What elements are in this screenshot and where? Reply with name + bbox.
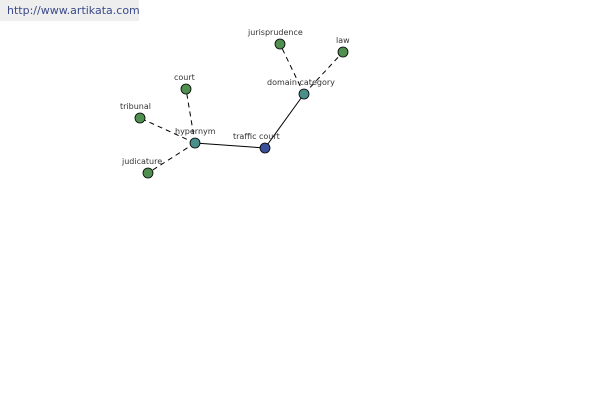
watermark-link[interactable]: http://www.artikata.com xyxy=(0,0,140,21)
node-label-law: law xyxy=(336,36,350,45)
node-judicature[interactable] xyxy=(142,167,154,179)
node-domain-category[interactable] xyxy=(298,88,310,100)
edge-hypernym-judicature xyxy=(147,142,196,174)
edge-domain-category-law xyxy=(303,51,344,95)
node-label-tribunal: tribunal xyxy=(120,102,151,111)
nodes-layer xyxy=(134,38,349,179)
node-court[interactable] xyxy=(180,83,192,95)
edge-traffic-court-domain-category xyxy=(264,93,305,149)
node-jurisprudence[interactable] xyxy=(274,38,286,50)
labels-layer: traffic court hypernym domain category cour… xyxy=(120,28,350,166)
node-label-traffic-court: traffic court xyxy=(233,132,280,141)
edge-domain-category-jurisprudence xyxy=(279,43,305,95)
node-label-court: court xyxy=(174,73,195,82)
edge-hypernym-court xyxy=(185,88,196,144)
edges-layer xyxy=(139,43,344,174)
edge-traffic-court-hypernym xyxy=(194,142,266,149)
node-label-jurisprudence: jurisprudence xyxy=(247,28,303,37)
edge-hypernym-tribunal xyxy=(139,117,196,144)
node-law[interactable] xyxy=(337,46,349,58)
node-label-judicature: judicature xyxy=(121,157,162,166)
node-label-hypernym: hypernym xyxy=(175,127,216,136)
node-traffic-court[interactable] xyxy=(259,142,271,154)
node-tribunal[interactable] xyxy=(134,112,146,124)
node-hypernym[interactable] xyxy=(189,137,201,149)
node-label-domain-category: domain category xyxy=(267,78,335,87)
